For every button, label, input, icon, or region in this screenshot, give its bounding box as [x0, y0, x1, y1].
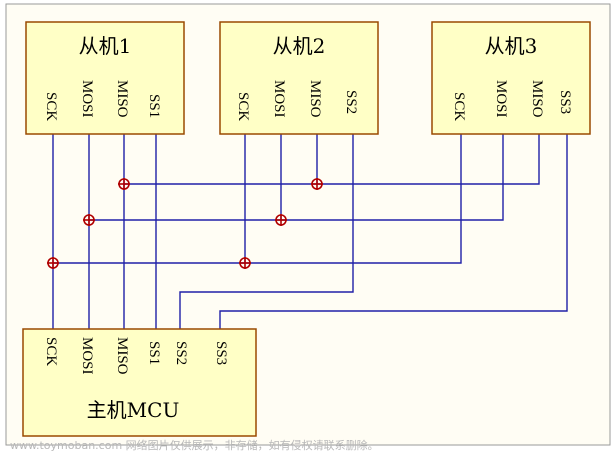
sck-wire-slave3	[53, 134, 462, 264]
slave-1-pin-sck: SCK	[43, 92, 59, 121]
junction-sck-1	[47, 257, 59, 269]
mosi-wire-slave3	[89, 134, 504, 221]
master-pin-ss1: SS1	[146, 341, 162, 365]
master-mcu-box: SCK MOSI MISO SS1 SS2 SS3 主机MCU	[22, 328, 257, 437]
junction-miso-2	[311, 178, 323, 190]
bus-wires	[52, 134, 568, 329]
junction-markers	[47, 178, 323, 269]
slave-3-pin-miso: MISO	[529, 80, 545, 118]
slave-2-title: 从机2	[273, 34, 326, 58]
slave-1-box: 从机1 SCK MOSI MISO SS1	[25, 21, 185, 135]
watermark-text: www.toymoban.com 网络图片仅供展示，非存储，如有侵权请联系删除。	[10, 438, 379, 452]
master-pin-miso: MISO	[114, 337, 130, 375]
junction-mosi-1	[83, 214, 95, 226]
master-pin-ss3: SS3	[213, 341, 229, 365]
slave-1-pin-mosi: MOSI	[79, 80, 95, 118]
ss3-wire	[219, 134, 568, 329]
ss2-wire	[179, 134, 354, 329]
slave-3-box: 从机3 SCK MOSI MISO SS3	[431, 21, 591, 135]
master-pin-ss2: SS2	[173, 341, 189, 365]
slave-3-pin-ss3: SS3	[557, 90, 573, 114]
slave-1-pin-miso: MISO	[114, 80, 130, 118]
master-pin-mosi: MOSI	[79, 337, 95, 375]
slave-1-title: 从机1	[79, 34, 132, 58]
master-pin-sck: SCK	[43, 337, 59, 366]
slave-2-pin-sck: SCK	[235, 92, 251, 121]
slave-3-pin-mosi: MOSI	[493, 80, 509, 118]
junction-sck-2	[239, 257, 251, 269]
slave-1-pin-ss1: SS1	[146, 94, 162, 118]
junction-mosi-2	[275, 214, 287, 226]
slave-3-title: 从机3	[485, 34, 538, 58]
junction-miso-1	[118, 178, 130, 190]
slave-2-box: 从机2 SCK MOSI MISO SS2	[219, 21, 379, 135]
slave-2-pin-miso: MISO	[307, 80, 323, 118]
slave-2-pin-mosi: MOSI	[271, 80, 287, 118]
slave-3-pin-sck: SCK	[451, 92, 467, 121]
master-title: 主机MCU	[87, 398, 180, 422]
miso-wire-slave3	[124, 134, 540, 185]
slave-2-pin-ss2: SS2	[343, 90, 359, 114]
